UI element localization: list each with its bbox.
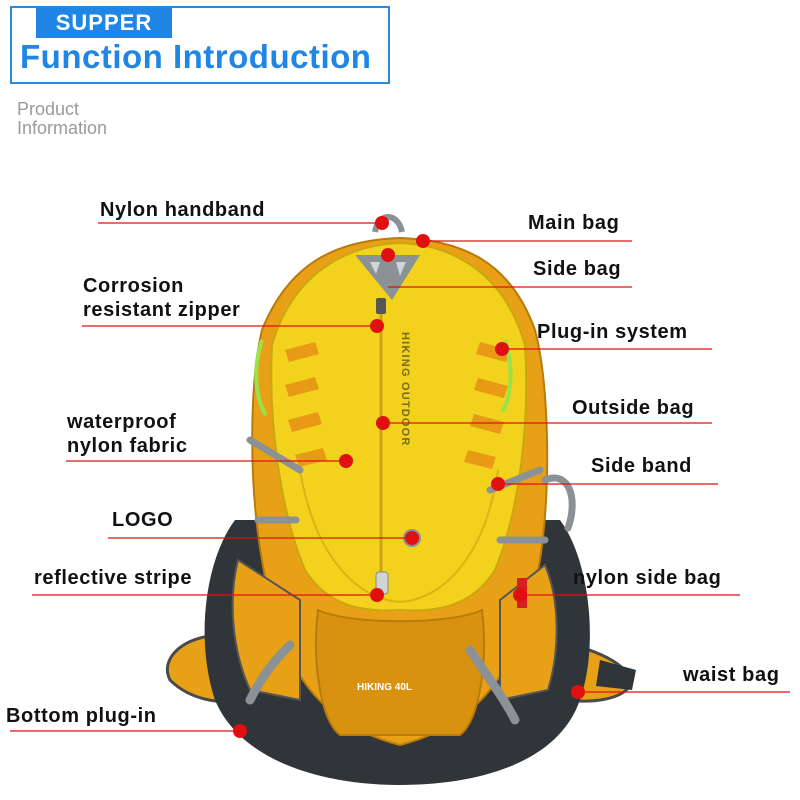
- marker-side-band: [491, 477, 505, 491]
- subtitle-line-2: Information: [17, 118, 108, 138]
- marker-outside-bag: [376, 416, 390, 430]
- marker-reflective: [370, 588, 384, 602]
- label-nylon-side-bag: nylon side bag: [573, 567, 722, 589]
- label-waterproof-2: nylon fabric: [67, 435, 188, 457]
- marker-waist-bag: [571, 685, 585, 699]
- label-waist-bag: waist bag: [683, 664, 780, 686]
- subtitle-line-1: Product: [17, 99, 80, 119]
- leader-lines: [10, 222, 790, 732]
- marker-nylon-side-bag: [513, 588, 527, 602]
- label-logo: LOGO: [112, 509, 174, 531]
- marker-nylon-handband: [375, 216, 389, 230]
- label-plug-in-system: Plug-in system: [537, 321, 688, 343]
- handle-loop: [372, 214, 405, 233]
- green-cord: [254, 339, 268, 417]
- marker-zipper: [370, 319, 384, 333]
- header-tag: SUPPER: [36, 8, 172, 38]
- label-bottom-plug-in: Bottom plug-in: [6, 705, 157, 727]
- label-waterproof-1: waterproof: [67, 411, 177, 433]
- marker-logo: [405, 531, 419, 545]
- vertical-brand-text: HIKING OUTDOOR: [399, 332, 411, 447]
- marker-bottom-plug-in: [233, 724, 247, 738]
- label-side-band: Side band: [591, 455, 692, 477]
- page-title: Function Introduction: [20, 38, 372, 75]
- marker-side-bag: [381, 248, 395, 262]
- marker-waterproof: [339, 454, 353, 468]
- label-corrosion-zipper-1: Corrosion: [83, 275, 184, 297]
- bottom-brand-text: HIKING 40L: [357, 682, 412, 693]
- label-main-bag: Main bag: [528, 212, 620, 234]
- waist-buckle: [596, 660, 636, 690]
- label-side-bag: Side bag: [533, 258, 622, 280]
- label-corrosion-zipper-2: resistant zipper: [83, 299, 241, 321]
- chevron-decor: [285, 342, 510, 469]
- callout-markers: [233, 216, 585, 738]
- compression-straps: [246, 436, 576, 544]
- marker-plug-in: [495, 342, 509, 356]
- label-reflective-stripe: reflective stripe: [34, 567, 193, 589]
- yellow-front-shell: [270, 241, 528, 612]
- bottom-front-panel: [315, 608, 485, 736]
- zipper-pull: [376, 298, 386, 314]
- marker-main-bag: [416, 234, 430, 248]
- label-nylon-handband: Nylon handband: [100, 199, 266, 221]
- header-frame: [10, 6, 390, 84]
- label-outside-bag: Outside bag: [572, 397, 695, 419]
- product-information-subtitle: Product Information: [17, 100, 107, 138]
